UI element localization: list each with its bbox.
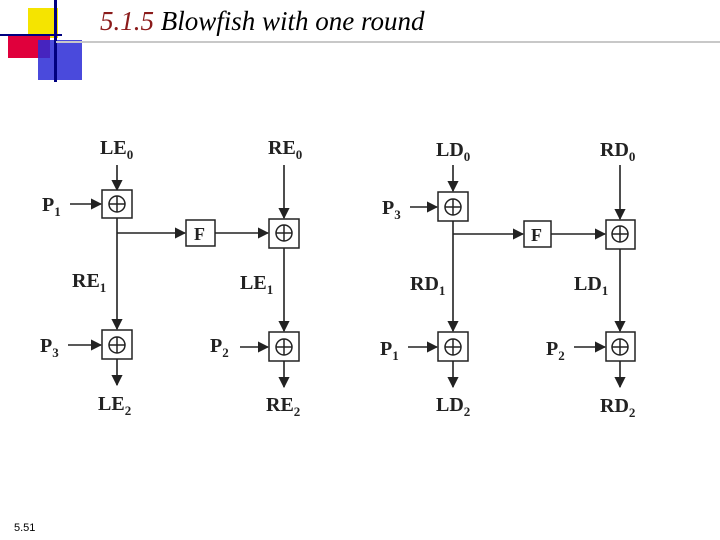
f-box-dec [523, 220, 552, 248]
f-box-enc [185, 219, 216, 247]
xor-box-enc-4 [268, 331, 300, 362]
label-p1-dec: P1 [380, 338, 399, 363]
slide-title: 5.1.5 Blowfish with one round [100, 6, 425, 37]
label-p3-dec: P3 [382, 197, 401, 222]
slide-number: 5.51 [14, 522, 36, 534]
decryption-lines [408, 165, 626, 389]
label-rd2: RD2 [600, 395, 635, 420]
xor-box-dec-2 [605, 219, 636, 250]
xor-box-enc-1 [101, 189, 133, 219]
label-p2-dec: P2 [546, 338, 565, 363]
deco-yellow-square [28, 8, 58, 38]
title-text: Blowfish with one round [160, 6, 425, 36]
xor-box-dec-3 [437, 331, 469, 362]
f-label-dec: F [531, 225, 542, 245]
label-rd0: RD0 [600, 139, 635, 164]
title-number: 5.1.5 [100, 6, 154, 36]
label-p2-enc: P2 [210, 335, 229, 360]
encryption-lines [68, 165, 290, 389]
label-re0: RE0 [268, 137, 302, 162]
xor-box-enc-2 [268, 218, 300, 249]
title-rule [56, 41, 720, 43]
label-rd1: RD1 [410, 273, 445, 298]
label-ld0: LD0 [436, 139, 470, 164]
label-re1: RE1 [72, 270, 106, 295]
label-le2: LE2 [98, 393, 131, 418]
xor-box-dec-1 [437, 191, 469, 222]
f-label-enc: F [194, 224, 205, 244]
label-ld2: LD2 [436, 394, 470, 419]
deco-blue-square [38, 40, 82, 80]
label-le0: LE0 [100, 137, 133, 162]
label-re2: RE2 [266, 394, 300, 419]
label-ld1: LD1 [574, 273, 608, 298]
label-p1-enc: P1 [42, 194, 61, 219]
label-le1: LE1 [240, 272, 273, 297]
label-p3-enc: P3 [40, 335, 59, 360]
deco-vertical-line [54, 0, 57, 82]
xor-box-enc-3 [101, 329, 133, 360]
deco-horizontal-line [0, 34, 62, 36]
xor-box-dec-4 [605, 331, 636, 362]
